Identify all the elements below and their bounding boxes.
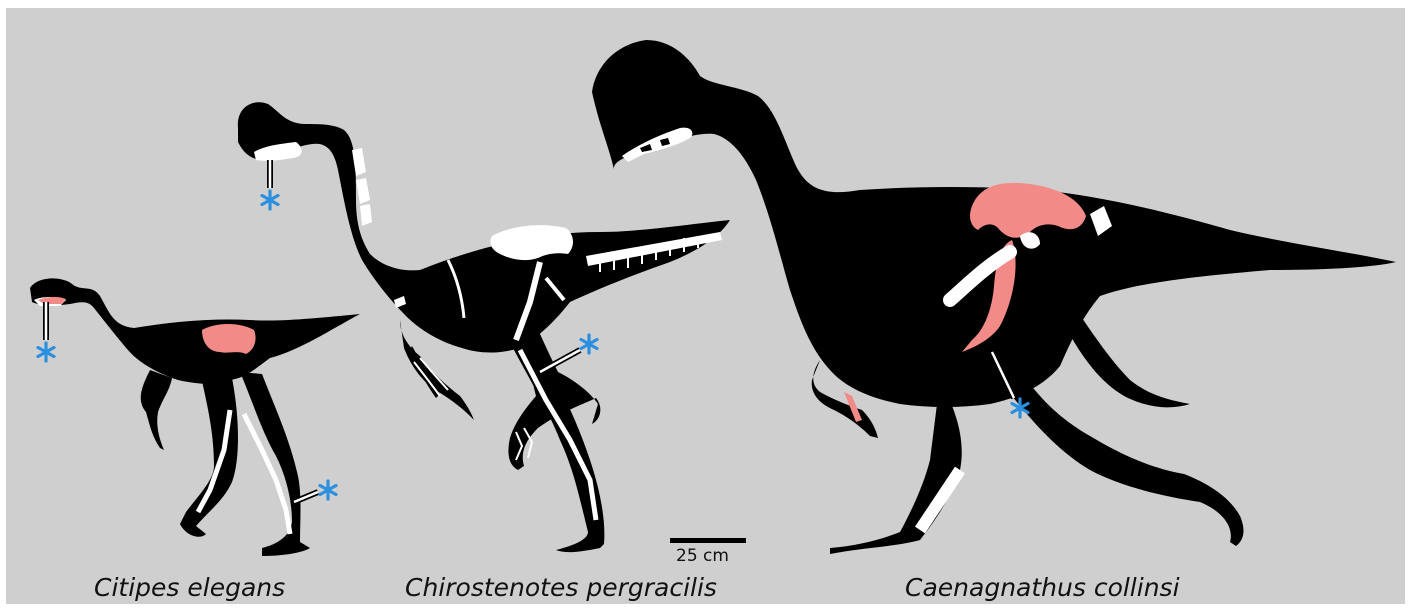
scale-bar-label: 25 cm	[676, 546, 729, 566]
asterisk-marker-icon	[262, 191, 278, 209]
species-label-chirostenotes: Chirostenotes pergracilis	[405, 573, 717, 602]
asterisk-marker-icon	[38, 343, 54, 361]
asterisk-marker-icon	[320, 481, 336, 499]
citipes-silhouette	[30, 278, 360, 556]
caenagnathus-silhouette	[592, 40, 1396, 554]
scale-bar	[670, 538, 746, 543]
species-label-caenagnathus: Caenagnathus collinsi	[905, 573, 1180, 602]
species-label-citipes: Citipes elegans	[94, 573, 285, 602]
asterisk-marker-icon	[581, 335, 597, 353]
